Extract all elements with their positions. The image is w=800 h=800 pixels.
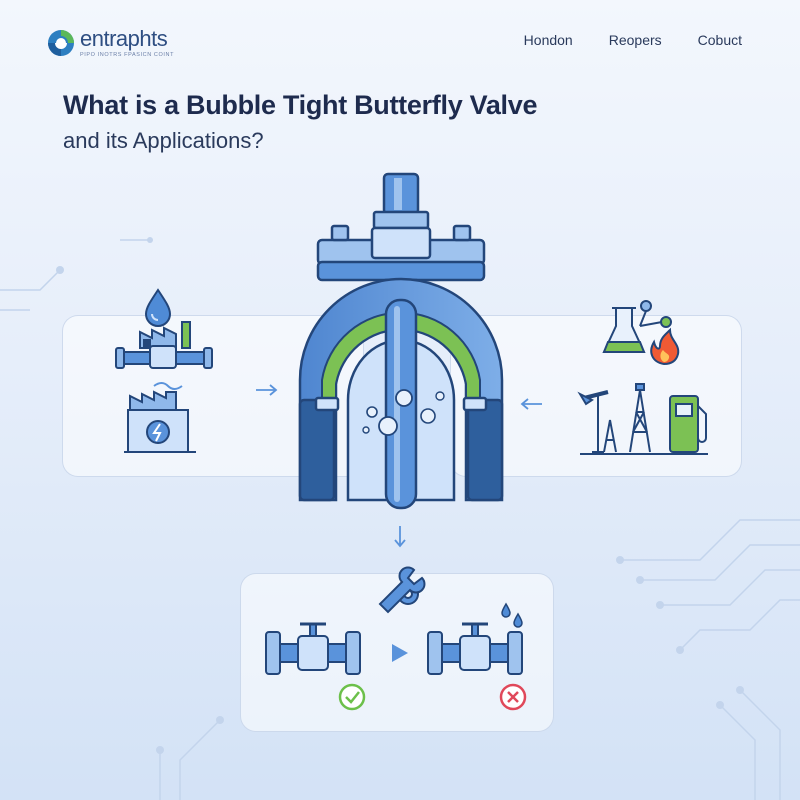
water-drop-icon xyxy=(144,288,172,327)
cross-icon xyxy=(499,683,527,711)
power-plant-icon xyxy=(124,382,196,453)
fuel-pump-icon xyxy=(669,395,707,453)
oil-derrick-icon xyxy=(580,383,708,455)
brand-name: entraphts xyxy=(80,26,168,51)
brand-tagline: PIPO INOTRS FPASICN COINT xyxy=(80,52,175,58)
flow-arrow-down-icon xyxy=(394,526,406,548)
play-arrow-icon xyxy=(392,644,408,662)
page-subtitle: and its Applications? xyxy=(63,128,264,153)
wrench-gear-icon xyxy=(378,566,426,614)
chemical-flask-icon xyxy=(602,300,672,353)
nav-link-hondon[interactable]: Hondon xyxy=(523,32,573,48)
check-icon xyxy=(338,683,366,711)
pumpjack-icon xyxy=(577,390,609,453)
leaking-valve-icon xyxy=(427,602,523,675)
sealed-valve-icon xyxy=(265,622,361,675)
top-nav: Hondon Reopers Cobuct xyxy=(524,32,742,48)
flow-arrow-right-icon xyxy=(256,384,278,396)
factory-pipe-icon xyxy=(115,321,213,369)
nav-link-cobuct[interactable]: Cobuct xyxy=(697,32,742,48)
brand-logo[interactable]: entraphts PIPO INOTRS FPASICN COINT xyxy=(46,28,174,58)
logo-swirl-icon xyxy=(48,30,74,56)
flow-arrow-left-icon xyxy=(520,398,542,410)
page-title: What is a Bubble Tight Butterfly Valve xyxy=(63,90,538,120)
header: entraphts PIPO INOTRS FPASICN COINT Hond… xyxy=(0,0,800,80)
butterfly-valve-icon xyxy=(298,172,504,510)
flame-icon xyxy=(650,327,680,366)
nav-link-reopers[interactable]: Reopers xyxy=(608,32,662,48)
